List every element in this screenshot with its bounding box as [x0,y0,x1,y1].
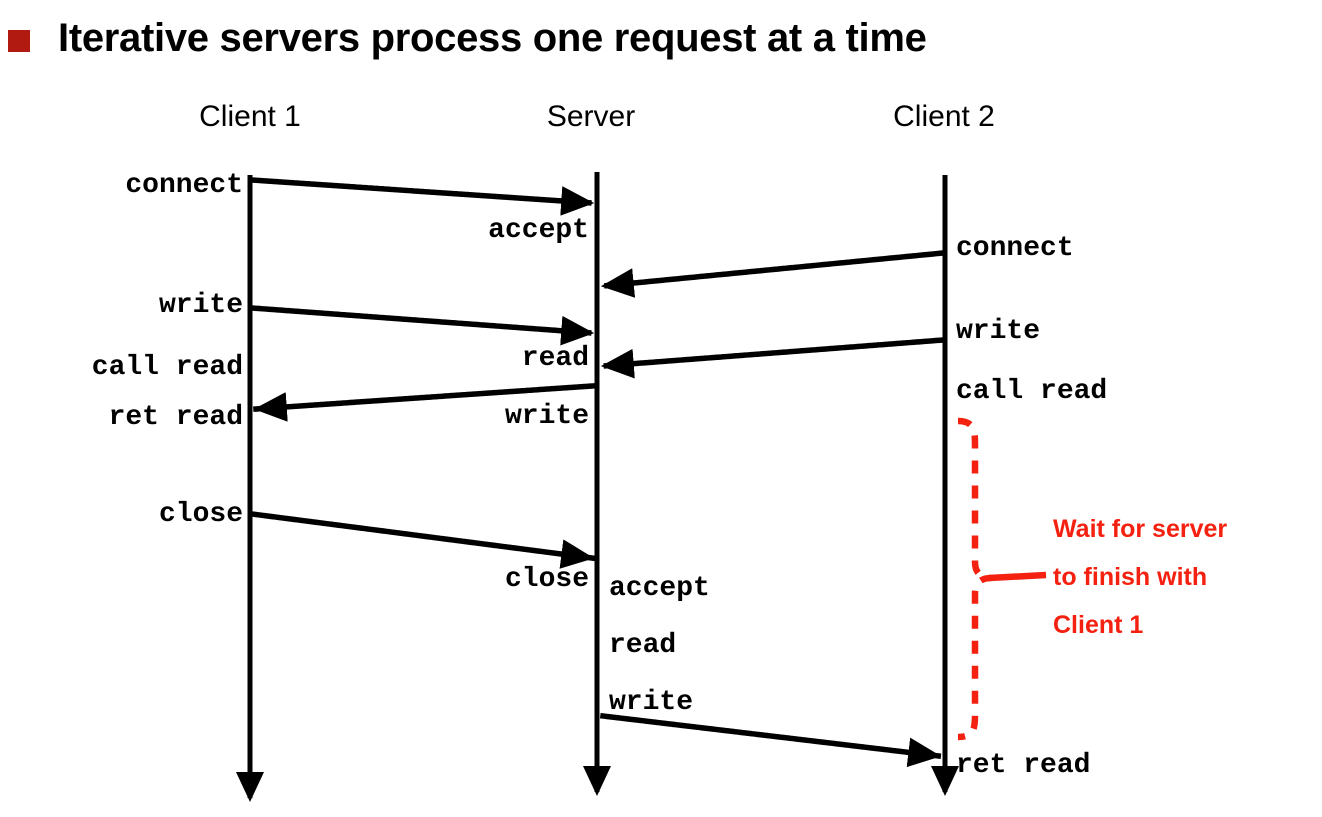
column-header-client2: Client 2 [893,100,995,133]
op-label-client2-ret-read: ret read [956,750,1091,781]
message-arrow-c2-write [600,337,946,379]
op-label-server-accept-2: accept [609,573,710,604]
page-title: Iterative servers process one request at… [58,16,927,60]
message-arrow-c1-write [249,305,595,346]
message-arrow-c1-connect [249,177,595,216]
op-label-client2-write: write [956,316,1041,347]
op-label-client1-ret-read: ret read [108,402,243,433]
op-label-client1-call-read: call read [91,352,243,383]
wait-note-line-2: to finish with [1053,563,1208,591]
message-arrow-server-write-c1 [253,383,595,422]
slide-header: Iterative servers process one request at… [0,6,1322,64]
wait-for-server-annotation: Wait for server to finish with Client 1 [1053,505,1313,649]
op-label-client2-call-read: call read [956,376,1108,407]
op-label-server-accept-1: accept [488,215,589,246]
op-label-client1-close: close [158,499,243,530]
op-label-server-close: close [504,564,589,595]
op-label-server-read-2: read [609,630,677,661]
column-header-server: Server [546,100,636,133]
message-arrow-c1-close [248,510,596,569]
op-label-server-write-2: write [609,687,694,718]
bullet-square-icon [8,30,30,52]
op-label-client1-write: write [158,290,243,321]
wait-note-line-3: Client 1 [1053,611,1144,639]
column-header-client1: Client 1 [199,100,301,133]
op-label-client2-connect: connect [956,233,1074,264]
op-label-server-read-1: read [521,343,589,374]
op-label-client1-connect: connect [125,170,243,201]
wait-brace-tail [988,571,1047,582]
wait-note-line-1: Wait for server [1053,515,1228,543]
wait-brace [957,417,992,741]
message-arrow-server-write-c2 [599,712,943,768]
message-arrow-c2-connect [599,249,947,298]
op-label-server-write-1: write [504,401,589,432]
